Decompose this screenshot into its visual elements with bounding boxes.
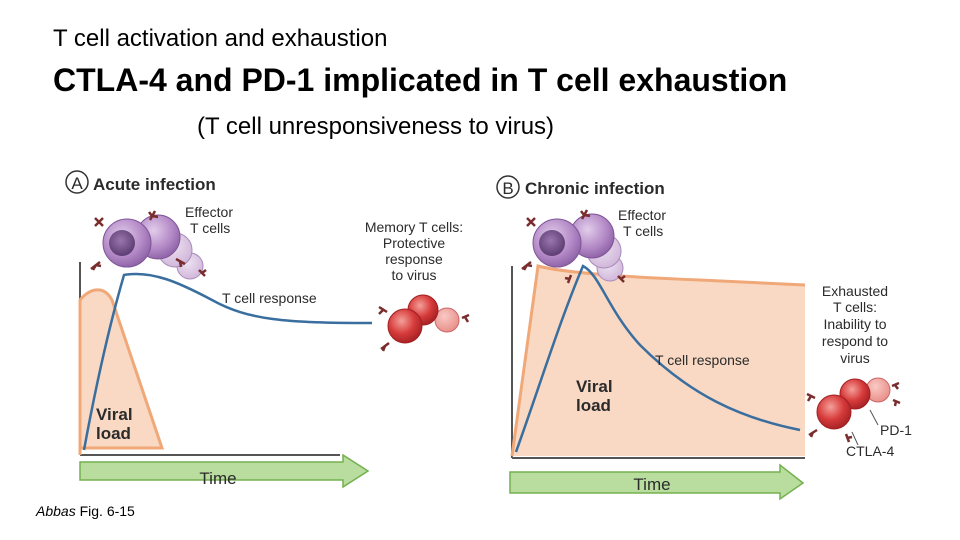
panel-a-memory-label-3: response <box>385 251 443 267</box>
panel-b-exhausted-label-4: respond to <box>822 333 888 349</box>
panel-b-viral-label-1: Viral <box>576 377 613 396</box>
panel-a-effector-cells-icon <box>90 210 207 280</box>
panel-b-t-cell-response-line <box>514 264 801 453</box>
panel-a-title: Acute infection <box>93 175 216 194</box>
panel-a-memory-cells-icon <box>378 294 470 352</box>
panel-b-letter: B <box>502 179 513 198</box>
panel-b-effector-cells-icon <box>521 209 626 284</box>
panel-b-effector-label-1: Effector <box>618 207 666 223</box>
slide-title: CTLA-4 and PD-1 implicated in T cell exh… <box>53 62 788 98</box>
panel-b-response-label: T cell response <box>655 352 750 368</box>
panel-a-memory-label-1: Memory T cells: <box>365 219 463 235</box>
panel-a-time-label: Time <box>199 469 236 488</box>
panel-a-viral-load-area <box>78 288 165 455</box>
panel-a-response-label: T cell response <box>222 290 317 306</box>
credit-author: Abbas <box>36 503 76 519</box>
ctla4-leader-line <box>851 431 859 446</box>
panel-b-title: Chronic infection <box>525 179 665 198</box>
panel-a-effector-label-2: T cells <box>190 220 230 236</box>
panel-b-time-label: Time <box>633 475 670 494</box>
panel-b: Time B Chronic infection Viral load Effe… <box>496 175 912 501</box>
panel-b-exhausted-label-2: T cells: <box>833 299 877 315</box>
panel-a-letter-badge <box>65 170 89 194</box>
panel-a-memory-label-2: Protective <box>383 235 445 251</box>
panel-b-viral-label-2: load <box>576 396 611 415</box>
panel-a-effector-label-1: Effector <box>185 204 233 220</box>
figure-credit: Abbas Fig. 6-15 <box>36 503 135 519</box>
ctla4-label: CTLA-4 <box>846 443 894 459</box>
panel-a: Time A Acute infection Viral load Effect… <box>65 170 470 489</box>
slide-subtitle: (T cell unresponsiveness to virus) <box>197 113 555 140</box>
pd1-leader-line <box>869 409 879 426</box>
panel-a-viral-label-2: load <box>96 424 131 443</box>
panel-b-viral-load-outline <box>510 264 806 457</box>
panel-a-t-cell-response-line <box>82 272 373 451</box>
panel-b-effector-label-2: T cells <box>623 223 663 239</box>
panel-b-exhausted-label-5: virus <box>840 350 870 366</box>
credit-figure: Fig. 6-15 <box>75 503 135 519</box>
panel-b-letter-badge <box>496 175 520 199</box>
panel-b-exhausted-label-1: Exhausted <box>822 283 888 299</box>
panel-a-memory-label-4: to virus <box>391 267 436 283</box>
panel-a-letter: A <box>71 174 83 193</box>
panel-b-time-arrow <box>509 463 805 501</box>
panel-a-time-arrow <box>79 453 370 489</box>
slide-kicker: T cell activation and exhaustion <box>53 25 388 52</box>
panel-b-exhausted-cells-icon <box>806 377 901 443</box>
pd1-label: PD-1 <box>880 422 912 438</box>
panel-a-viral-label-1: Viral <box>96 405 133 424</box>
panel-b-exhausted-label-3: Inability to <box>823 316 886 332</box>
